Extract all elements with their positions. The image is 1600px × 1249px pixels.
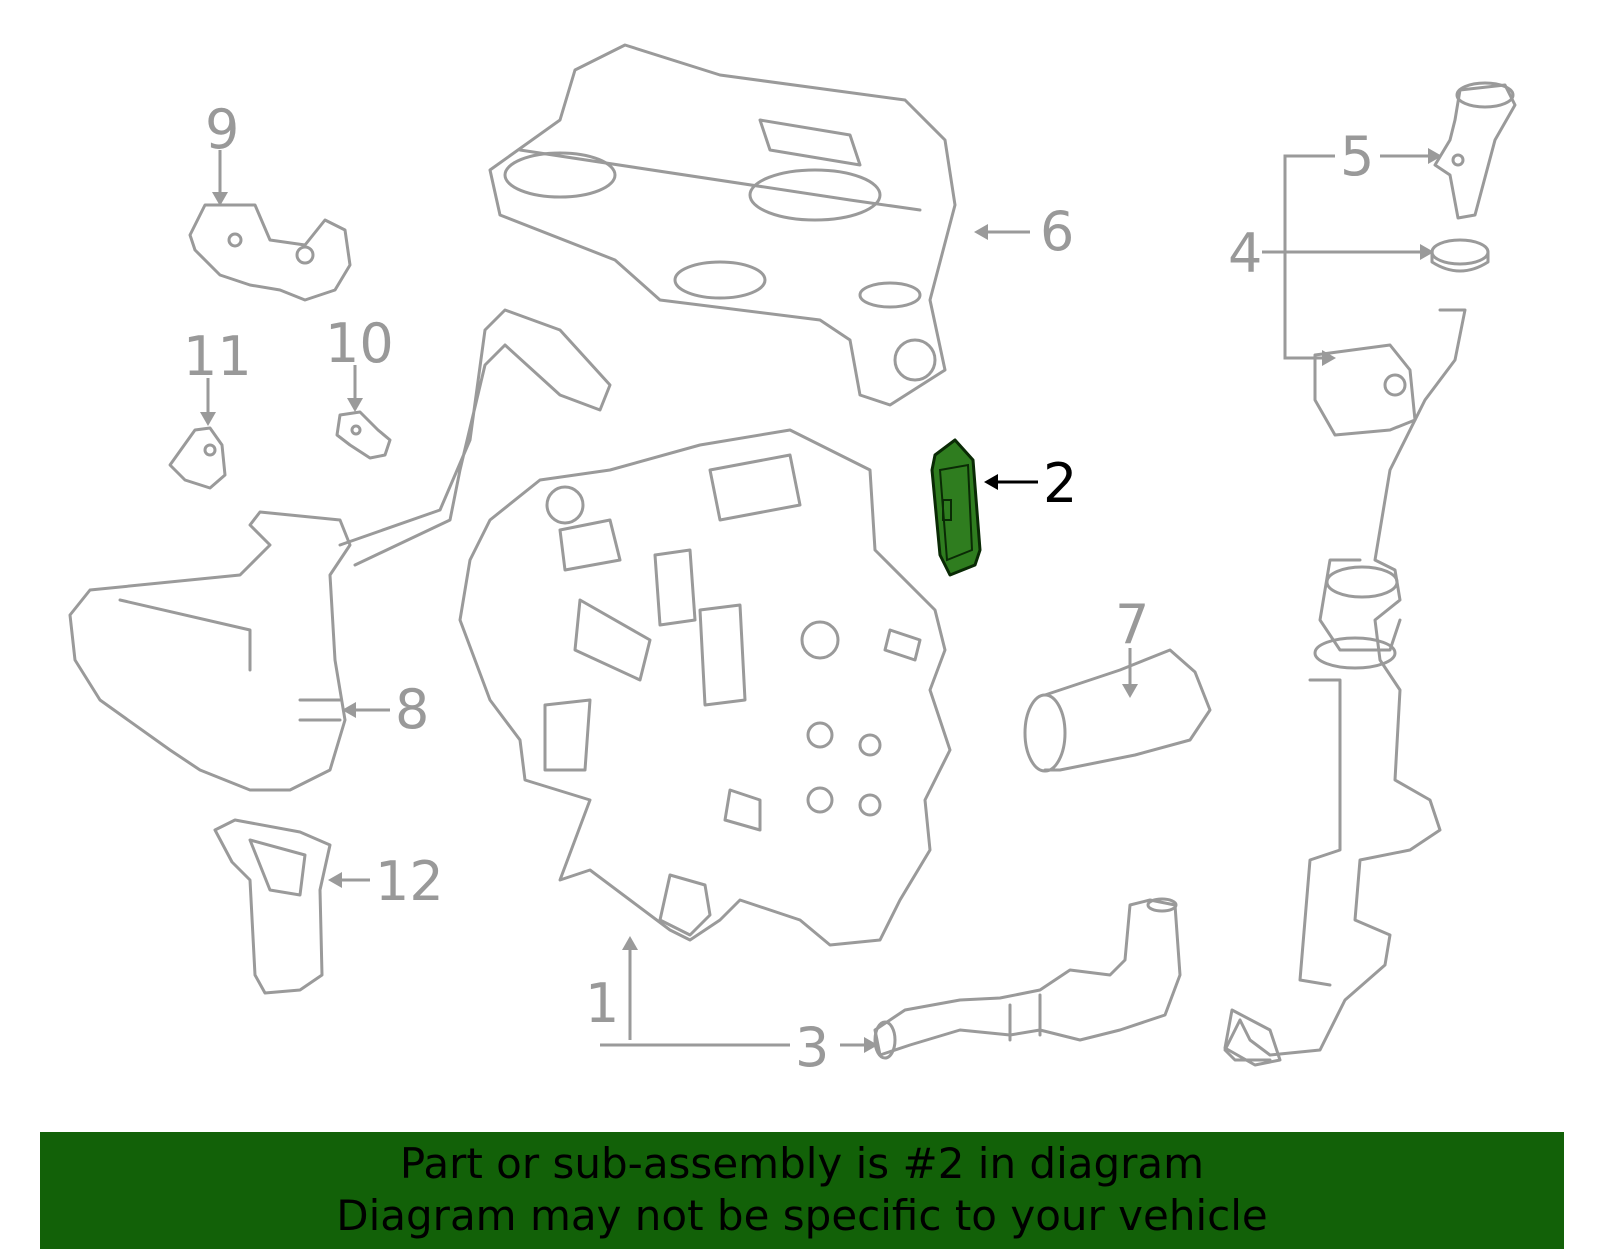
leader-lines (200, 148, 1442, 1053)
part-9-bracket[interactable] (188, 203, 352, 302)
part-11-clip[interactable] (168, 426, 227, 490)
callout-3: 3 (795, 1016, 829, 1079)
part-1-transmission[interactable] (458, 428, 952, 947)
part-5-sensor[interactable] (1433, 81, 1517, 220)
callout-6: 6 (1040, 200, 1074, 263)
banner-line-1: Part or sub-assembly is #2 in diagram (399, 1139, 1205, 1188)
callout-9: 9 (205, 98, 239, 161)
banner-line-2: Diagram may not be specific to your vehi… (336, 1191, 1268, 1240)
callout-10: 10 (325, 312, 394, 375)
callout-1: 1 (585, 972, 619, 1035)
part-4-seal[interactable] (1430, 238, 1490, 273)
part-2-highlighted[interactable] (930, 438, 982, 577)
part-6-cover[interactable] (488, 43, 957, 407)
callout-11: 11 (183, 325, 252, 388)
part-8-air-duct[interactable] (68, 308, 612, 792)
part-4-dipstick-tube[interactable] (1223, 308, 1467, 1067)
part-10-clip[interactable] (335, 410, 392, 460)
part-12-bracket[interactable] (213, 818, 332, 995)
callout-2: 2 (1043, 452, 1077, 515)
callout-4: 4 (1228, 222, 1262, 285)
info-banner: Part or sub-assembly is #2 in diagram Di… (40, 1132, 1564, 1249)
part-3-pipe[interactable] (873, 897, 1182, 1060)
callout-labels: 9 10 11 8 12 6 2 7 1 3 5 4 (183, 98, 1374, 1079)
callout-12: 12 (375, 850, 444, 913)
part-7-hose[interactable] (1023, 648, 1212, 773)
callout-5: 5 (1340, 125, 1374, 188)
callout-8: 8 (395, 678, 429, 741)
callout-7: 7 (1115, 593, 1149, 656)
parts-diagram: 9 10 11 8 12 6 2 7 1 3 5 4 (68, 43, 1517, 1079)
